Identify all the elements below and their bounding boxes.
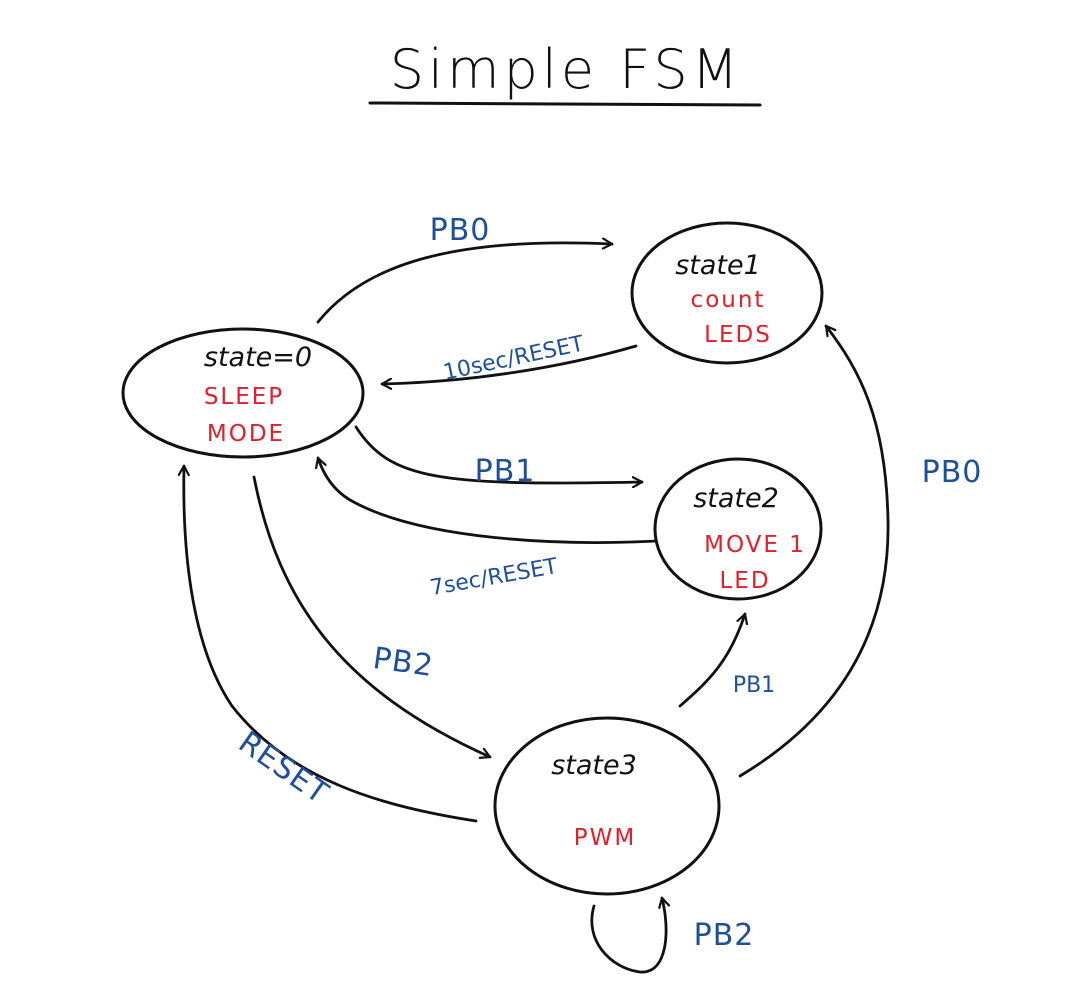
edge-s3-self-loop (590, 896, 666, 974)
edge-s2-to-s0 (318, 456, 658, 544)
state-3-name: state3 (551, 750, 637, 781)
state-2-name: state2 (693, 483, 779, 514)
state-2-line1: MOVE 1 (704, 532, 806, 558)
title-underline (368, 101, 762, 107)
edge-s3-to-s2 (678, 612, 745, 708)
label-s0-to-s2: PB1 (475, 454, 536, 489)
state-node-3 (493, 716, 721, 896)
edge-s0-to-s1 (316, 243, 614, 324)
state-0-line2: MODE (207, 421, 285, 447)
label-s0-to-s1: PB0 (430, 213, 491, 248)
label-s2-to-s0: 7sec/RESET (428, 554, 560, 601)
label-s3-to-s1: PB0 (922, 455, 983, 490)
state-node-0 (121, 327, 365, 459)
label-s1-to-s0: 10sec/RESET (441, 331, 587, 385)
label-s0-to-s3: PB2 (371, 641, 436, 684)
state-0-line1: SLEEP (204, 384, 284, 410)
state-node-2 (653, 457, 823, 601)
edge-s0-to-s2 (354, 425, 644, 483)
state-0-name: state=0 (204, 342, 312, 373)
edge-s3-to-s1 (738, 324, 890, 778)
state-1-line1: count (691, 287, 766, 313)
state-1-line2: LEDS (704, 322, 772, 348)
state-1-name: state1 (675, 250, 761, 281)
label-s3-to-s2: PB1 (733, 673, 775, 698)
state-3-line1: PWM (574, 825, 636, 851)
label-s3-self-loop: PB2 (694, 918, 755, 953)
state-2-line2: LED (719, 568, 770, 594)
edge-s1-to-s0 (380, 344, 638, 384)
state-node-1 (630, 221, 824, 365)
diagram-title: Simple FSM (390, 38, 743, 101)
edge-s3-to-s0 (184, 464, 478, 823)
label-s3-to-s0: RESET (232, 725, 335, 812)
edge-s0-to-s3 (252, 475, 492, 757)
